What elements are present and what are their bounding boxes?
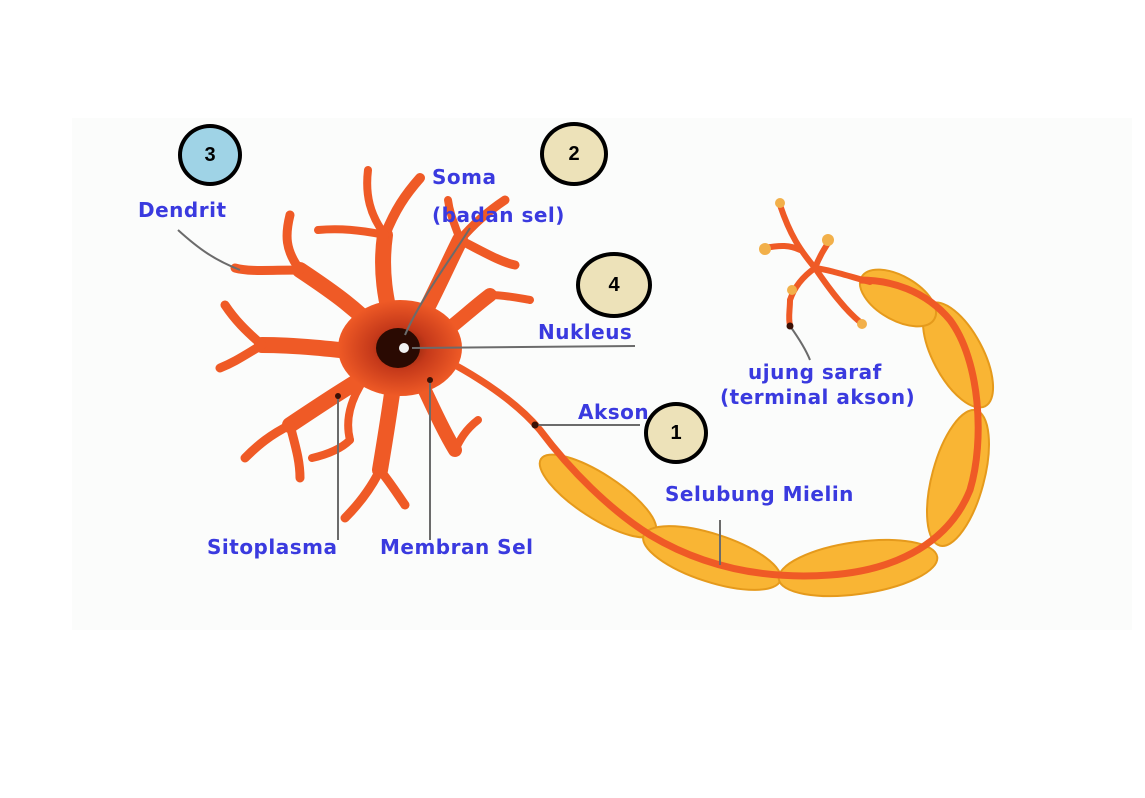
badge-4-number: 4 [608,273,620,296]
axon-terminal [762,202,873,328]
badge-2-number: 2 [568,142,580,165]
badge-3: 3 [178,124,242,186]
nucleus [376,328,420,368]
label-terminal-akson: (terminal akson) [720,385,916,409]
label-ujung-saraf: ujung saraf [748,360,882,384]
label-nukleus: Nukleus [538,320,633,344]
label-dendrit: Dendrit [138,198,227,222]
badge-2: 2 [540,122,608,186]
badge-4: 4 [576,252,652,318]
terminal-bulbs [759,198,867,329]
label-sitoplasma: Sitoplasma [207,535,338,559]
badge-1-number: 1 [670,421,682,444]
axon [413,276,982,580]
leader-lines [177,227,811,565]
nucleolus [399,343,409,353]
label-badan-sel: (badan sel) [432,203,565,227]
label-akson: Akson [578,400,650,424]
label-membran-sel: Membran Sel [380,535,534,559]
badge-3-number: 3 [204,143,216,166]
leader-dots [335,322,794,429]
label-soma: Soma [432,165,497,189]
label-selubung-mielin: Selubung Mielin [665,482,854,506]
badge-1: 1 [644,402,708,464]
